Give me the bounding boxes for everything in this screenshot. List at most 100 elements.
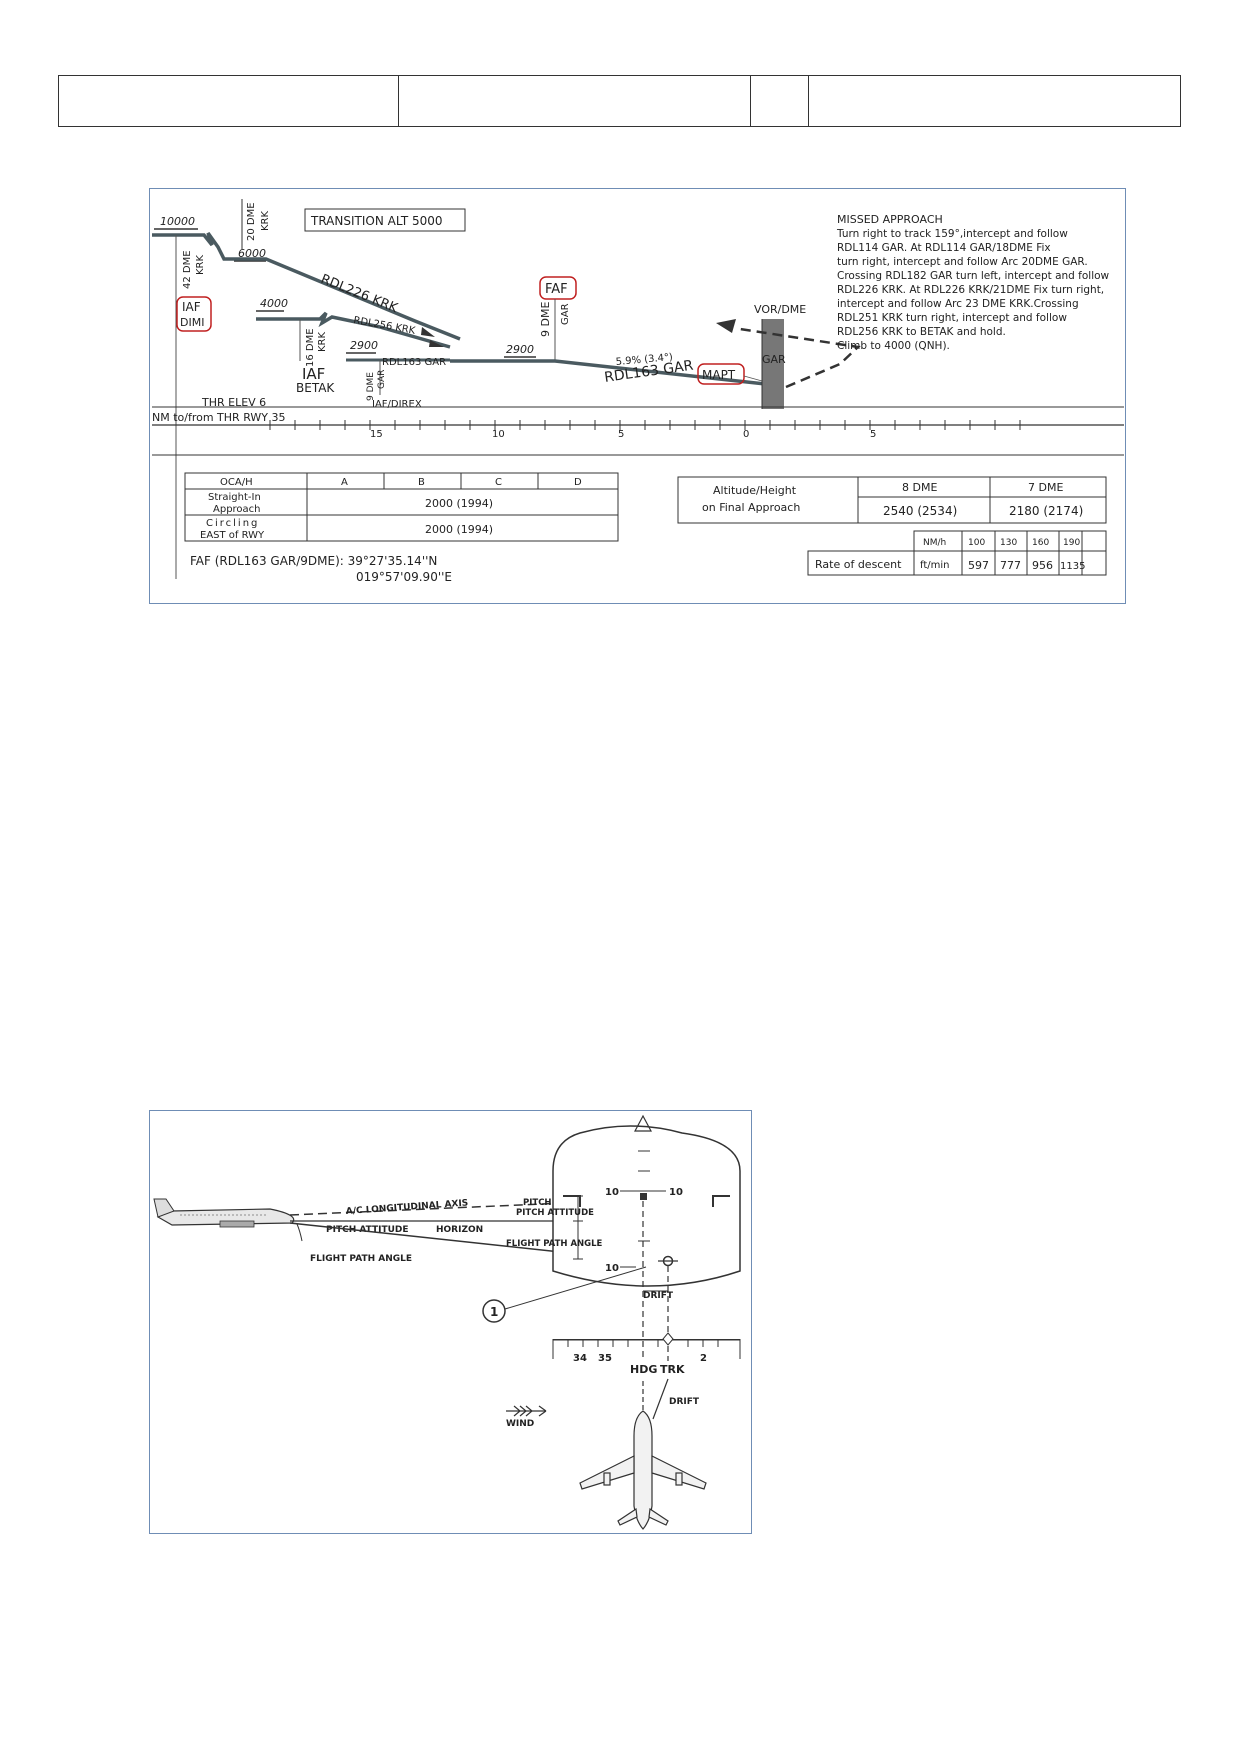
approach-profile-svg: 10000 20 DME KRK TRANSITION ALT 5000 600… bbox=[152, 199, 1124, 584]
missed-line: intercept and follow Arc 23 DME KRK.Cros… bbox=[837, 298, 1079, 310]
profile-line-betak bbox=[256, 311, 451, 349]
descent-label: Rate of descent bbox=[815, 558, 902, 571]
tick-label: 15 bbox=[370, 429, 383, 440]
speed-value: 190 bbox=[1063, 538, 1080, 548]
longitudinal-axis-line bbox=[289, 1202, 566, 1216]
oca-header: C bbox=[495, 477, 502, 488]
alt-4000-label: 4000 bbox=[260, 297, 288, 310]
tick-label: 5 bbox=[618, 429, 624, 440]
faf-label: FAF bbox=[545, 282, 568, 297]
heading-scale-label: 34 bbox=[573, 1353, 587, 1364]
dme7-header: 7 DME bbox=[1028, 481, 1063, 494]
alt-table-label: on Final Approach bbox=[702, 501, 800, 514]
dme8-value: 2540 (2534) bbox=[883, 504, 957, 518]
callout-number: 1 bbox=[490, 1305, 498, 1319]
oca-header: A bbox=[341, 477, 348, 488]
gar-label: GAR bbox=[560, 303, 571, 325]
approach-profile-figure: 10000 20 DME KRK TRANSITION ALT 5000 600… bbox=[149, 188, 1126, 604]
iaf-betak-label: IAF bbox=[302, 365, 325, 383]
descent-rate: 956 bbox=[1032, 559, 1053, 572]
aircraft-side-icon bbox=[153, 1198, 295, 1228]
iaf-direx-label: IAF/DIREX bbox=[372, 399, 422, 410]
straight-in-value: 2000 (1994) bbox=[425, 497, 493, 510]
heading-scale-bar bbox=[553, 1339, 740, 1341]
horizon-label: HORIZON bbox=[436, 1225, 483, 1235]
nm-from-label: NM to/from THR RWY 35 bbox=[152, 411, 285, 424]
krk-label: KRK bbox=[317, 331, 328, 352]
header-cell bbox=[399, 76, 751, 126]
gar-small-label: GAR bbox=[377, 370, 387, 389]
track-arrow bbox=[421, 327, 435, 337]
aircraft-reference-dot bbox=[640, 1193, 647, 1200]
header-cell bbox=[809, 76, 1180, 126]
pitch-neg10-label: 10 bbox=[605, 1263, 619, 1274]
missed-title: MISSED APPROACH bbox=[837, 213, 943, 226]
heading-scale-ticks bbox=[552, 1339, 741, 1359]
descent-unit: ft/min bbox=[920, 560, 950, 571]
fpa-label: FLIGHT PATH ANGLE bbox=[310, 1254, 412, 1264]
missed-line: RDL226 KRK. At RDL226 KRK/21DME Fix turn… bbox=[837, 284, 1104, 296]
pitch-attitude-side-label: PITCH bbox=[523, 1198, 552, 1208]
betak-label: BETAK bbox=[296, 381, 335, 395]
vor-dme-station bbox=[762, 319, 784, 409]
dme-20-label: 20 DME bbox=[246, 202, 257, 241]
tick-label: 10 bbox=[492, 429, 505, 440]
wind-label: WIND bbox=[506, 1419, 534, 1429]
pitch-attitude-label: PITCH ATTITUDE bbox=[326, 1225, 409, 1235]
oca-header: B bbox=[418, 477, 425, 488]
header-cell bbox=[751, 76, 809, 126]
oca-header: OCA/H bbox=[220, 477, 253, 488]
transition-alt-label: TRANSITION ALT 5000 bbox=[310, 214, 443, 228]
descent-rate: 777 bbox=[1000, 559, 1021, 572]
speed-value: 130 bbox=[1000, 538, 1017, 548]
mapt-label: MAPT bbox=[702, 368, 736, 382]
aircraft-top-icon bbox=[579, 1410, 707, 1530]
missed-line: Climb to 4000 (QNH). bbox=[837, 340, 950, 352]
missed-line: turn right, intercept and follow Arc 20D… bbox=[837, 256, 1088, 268]
header-table bbox=[58, 75, 1181, 127]
glide-label: 5.9% (3.4°) bbox=[615, 352, 673, 368]
track-diamond-icon bbox=[662, 1332, 674, 1346]
callout-1-icon bbox=[482, 1299, 506, 1323]
distance-ticks bbox=[269, 420, 1021, 430]
alt-table-label: Altitude/Height bbox=[713, 484, 797, 497]
oca-header: D bbox=[574, 477, 582, 488]
dme7-value: 2180 (2174) bbox=[1009, 504, 1083, 518]
iaf-label: IAF bbox=[182, 300, 201, 314]
tick-label: 0 bbox=[743, 429, 749, 440]
missed-line: Turn right to track 159°,intercept and f… bbox=[836, 228, 1068, 240]
alt-2900-b-label: 2900 bbox=[506, 343, 534, 356]
pitch-10-label: 10 bbox=[605, 1187, 619, 1198]
circling-label: EAST of RWY bbox=[200, 530, 265, 541]
callout-leader bbox=[504, 1266, 647, 1310]
hdg-label: HDG bbox=[630, 1363, 657, 1376]
heading-scale-label: 2 bbox=[700, 1353, 707, 1364]
missed-approach-path bbox=[739, 327, 861, 389]
rdl163-small-label: RDL163 GAR bbox=[382, 357, 446, 368]
vor-dme-label: VOR/DME bbox=[754, 303, 806, 316]
alt-6000-label: 6000 bbox=[238, 247, 266, 260]
mapt-leader bbox=[743, 375, 763, 382]
dme-9-small-label: 9 DME bbox=[366, 372, 376, 401]
header-cell bbox=[59, 76, 399, 126]
pfd-display bbox=[552, 1125, 741, 1287]
thr-elev-label: THR ELEV 6 bbox=[201, 396, 266, 409]
missed-line: Crossing RDL182 GAR turn left, intercept… bbox=[837, 270, 1110, 282]
rdl226-label: RDL226 KRK bbox=[319, 272, 400, 317]
missed-line: RDL251 KRK turn right, intercept and fol… bbox=[837, 312, 1067, 324]
dme-42-label: 42 DME bbox=[182, 250, 193, 289]
drift-label-2: DRIFT bbox=[669, 1397, 700, 1407]
roll-index-icon bbox=[634, 1114, 652, 1132]
missed-line: RDL256 KRK to BETAK and hold. bbox=[837, 326, 1006, 338]
gar-station-label: GAR bbox=[762, 353, 786, 366]
descent-table bbox=[807, 530, 1107, 576]
pitch-10-label: 10 bbox=[669, 1187, 683, 1198]
aircraft-symbol-right bbox=[712, 1195, 730, 1207]
descent-rate: 597 bbox=[968, 559, 989, 572]
circling-value: 2000 (1994) bbox=[425, 523, 493, 536]
trk-projection bbox=[652, 1378, 669, 1420]
fpa-side-label: FLIGHT PATH ANGLE bbox=[506, 1239, 603, 1249]
wind-arrow-icon bbox=[506, 1405, 547, 1417]
fpa-arc bbox=[296, 1223, 303, 1242]
circling-label: Circling bbox=[206, 518, 259, 529]
